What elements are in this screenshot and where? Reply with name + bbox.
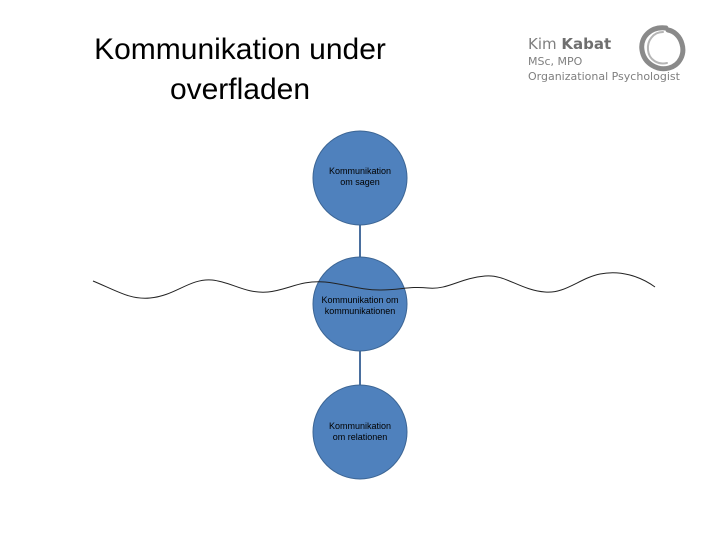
node-bottom-line2: om relationen [332,432,388,442]
node-top-line2: om sagen [340,177,380,187]
author-first-name: Kim [528,35,562,53]
node-top-line1: Kommunikation [328,166,392,176]
author-degrees: MSc, MPO [528,55,583,68]
node-label-top: Kommunikation om sagen [312,166,408,188]
enso-circle-icon [639,25,686,72]
author-role: Organizational Psychologist [528,70,680,83]
author-block: Kim Kabat MSc, MPO Organizational Psycho… [528,34,718,84]
node-label-bottom: Kommunikation om relationen [312,421,408,443]
title-line-1: Kommunikation under [94,33,386,66]
node-bottom-line1: Kommunikation [328,421,392,431]
node-circle-bottom [312,384,408,480]
surface-wave-line [92,272,656,299]
title-line-2: overfladen [169,73,311,106]
node-middle-line1: Kommunikation om [321,295,399,305]
node-label-middle: Kommunikation om kommunikationen [312,295,408,317]
author-last-name: Kabat [561,35,612,53]
node-circle-top [312,130,408,226]
node-middle-line2: kommunikationen [324,306,396,316]
slide-title: Kommunikation under overfladen [60,30,420,110]
node-circle-middle [312,256,408,352]
author-name: Kim Kabat [528,34,718,54]
